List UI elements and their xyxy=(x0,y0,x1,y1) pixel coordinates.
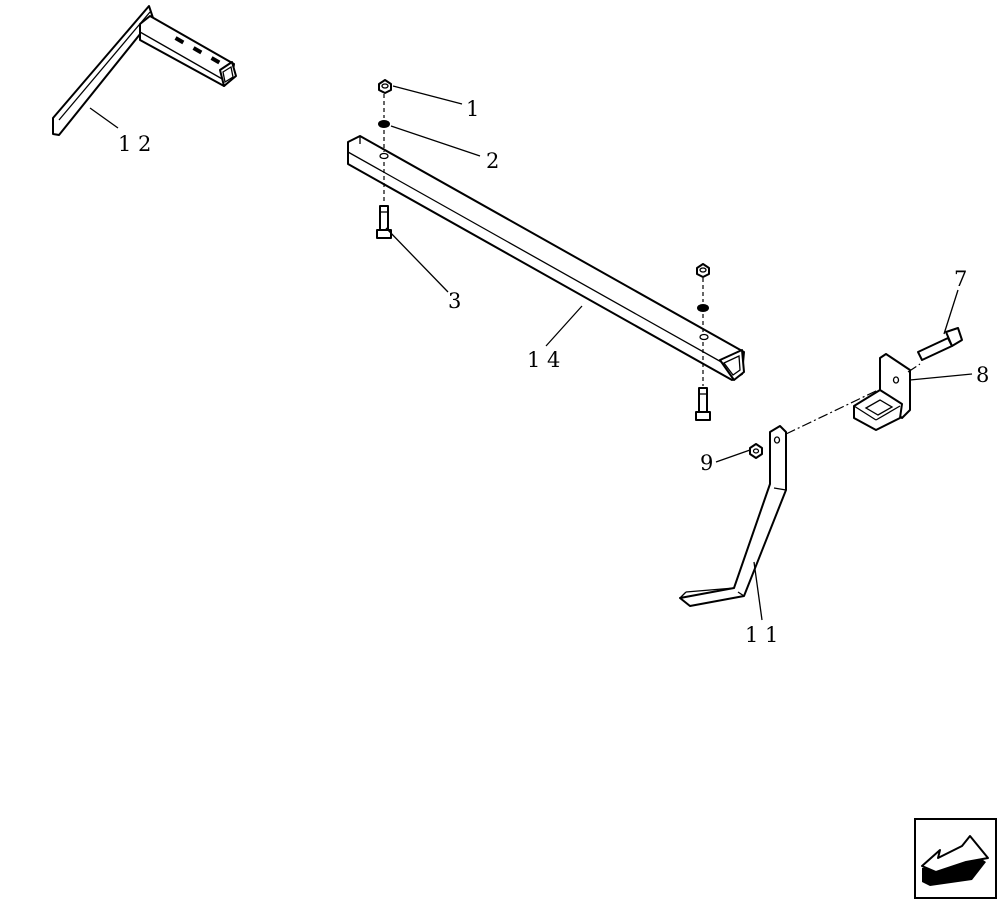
square-tube-part-14 xyxy=(347,135,745,381)
leader-line-12 xyxy=(89,107,119,129)
bolt-part-3 xyxy=(376,205,392,239)
nut-part-9 xyxy=(749,443,763,459)
callout-11: 1 1 xyxy=(745,623,778,647)
leader-line-14 xyxy=(545,305,583,347)
callout-3: 3 xyxy=(448,289,461,313)
back-arrow-icon[interactable] xyxy=(914,818,997,899)
washer-part-2 xyxy=(378,120,390,128)
hex-nut xyxy=(696,263,710,278)
callout-2: 2 xyxy=(486,149,499,173)
leader-line-3 xyxy=(385,227,449,293)
washer xyxy=(697,304,709,312)
leader-line-11 xyxy=(753,561,763,621)
bolt xyxy=(695,387,711,421)
hex-nut-part-1 xyxy=(378,79,392,94)
bolt-part-7 xyxy=(917,327,963,361)
callout-8: 8 xyxy=(976,363,989,387)
angle-bracket-part-8 xyxy=(853,353,911,431)
leader-line-9 xyxy=(715,449,751,463)
callout-7: 7 xyxy=(954,267,967,291)
callout-14: 1 4 xyxy=(527,348,560,372)
mounting-bracket-part-12 xyxy=(52,5,237,136)
assembly-line xyxy=(785,389,879,435)
callout-9: 9 xyxy=(700,451,713,475)
leader-line-8 xyxy=(909,373,973,381)
leader-line-7 xyxy=(943,289,959,335)
callout-12: 1 2 xyxy=(118,132,151,156)
callout-1: 1 xyxy=(466,97,479,121)
leader-line-2 xyxy=(390,125,481,157)
leader-line-1 xyxy=(392,85,463,105)
assembly-line xyxy=(907,363,921,373)
shank-part-11 xyxy=(679,425,787,607)
